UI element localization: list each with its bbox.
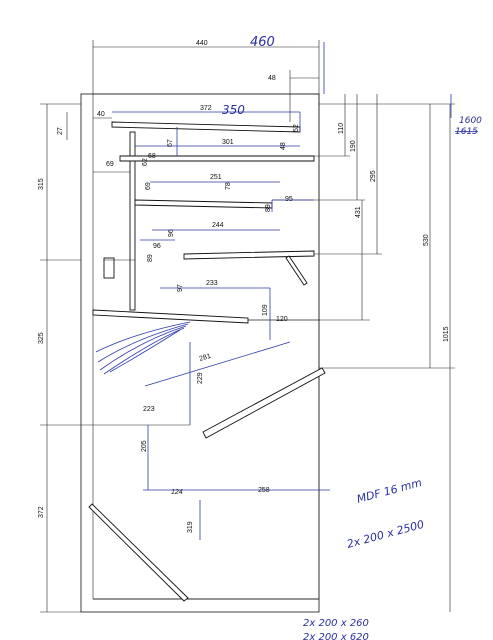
dim-62: 62	[142, 158, 149, 166]
dim-96b: 96	[153, 243, 161, 250]
dim-124: 124	[171, 489, 183, 496]
shelf-4	[183, 250, 315, 260]
dim-244: 244	[212, 222, 224, 229]
shelf-3	[134, 199, 273, 209]
dim-350-hand: 350	[222, 103, 245, 117]
note-parts-1: 2x 200 x 260	[303, 618, 369, 629]
dimline-281	[144, 341, 291, 387]
dim-372: 372	[200, 105, 212, 112]
dim-530: 530	[423, 234, 430, 246]
dim-325: 325	[38, 332, 45, 344]
shelf-5	[92, 309, 249, 324]
dim-96: 96	[168, 229, 175, 237]
note-material: MDF 16 mm	[355, 476, 423, 506]
dim-1600-hand: 1600	[459, 116, 482, 126]
vertical-divider	[129, 131, 136, 311]
dim-40: 40	[97, 111, 105, 118]
dim-69: 69	[106, 161, 114, 168]
dim-295: 295	[370, 170, 377, 182]
hatching	[95, 321, 191, 375]
dim-27: 27	[57, 127, 64, 135]
dim-319: 319	[187, 521, 194, 533]
dim-223: 223	[143, 406, 155, 413]
dim-97: 97	[177, 284, 184, 292]
dim-89: 89	[265, 204, 272, 212]
dim-205: 205	[141, 440, 148, 452]
dim-460-hand: 460	[250, 35, 275, 50]
dim-48b: 48	[280, 142, 287, 150]
dim-301: 301	[222, 139, 234, 146]
dim-69b: 69	[145, 182, 152, 190]
shelf-1	[111, 121, 301, 133]
dim-315: 315	[38, 178, 45, 190]
shelf-7	[88, 503, 189, 602]
dim-109: 109	[262, 304, 269, 316]
dim-95: 95	[285, 196, 293, 203]
dim-48: 48	[268, 75, 276, 82]
shelf-2	[119, 155, 315, 162]
dim-110: 110	[338, 123, 345, 134]
dim-1015: 1015	[443, 326, 450, 342]
dim-251: 251	[210, 174, 222, 181]
dim-89b: 89	[147, 254, 154, 262]
shelf-6	[202, 367, 326, 439]
small-block	[103, 257, 115, 279]
dim-1615-hand: 1615	[455, 127, 478, 137]
dim-120: 120	[276, 316, 288, 323]
note-sheet-size: 2x 200 x 2500	[345, 518, 425, 551]
dim-233: 233	[206, 280, 218, 287]
note-parts-2: 2x 200 x 620	[303, 632, 369, 640]
dim-78: 78	[225, 182, 232, 190]
dim-67: 67	[167, 139, 174, 147]
dim-229: 229	[197, 372, 204, 384]
dim-52: 52	[293, 124, 300, 132]
shelf-support	[285, 255, 308, 286]
dim-372: 372	[38, 506, 45, 518]
dim-281: 281	[199, 353, 212, 363]
dim-190: 190	[350, 140, 357, 152]
dim-440: 440	[196, 40, 208, 47]
dim-431: 431	[355, 206, 362, 218]
dim-68: 68	[148, 153, 156, 160]
dim-258: 258	[258, 487, 270, 494]
